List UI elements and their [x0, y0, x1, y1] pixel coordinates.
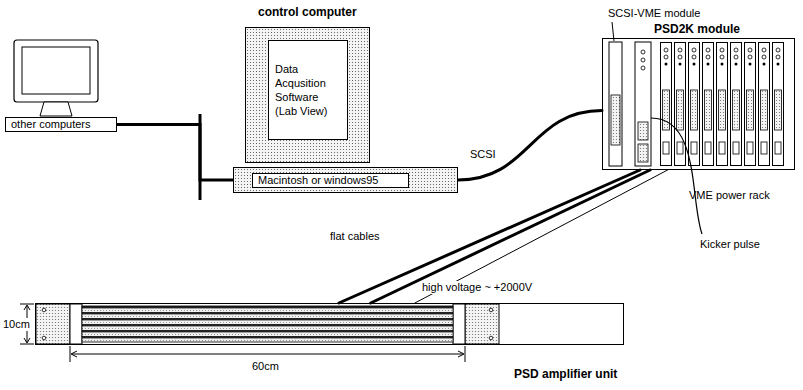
scsi-vme-module [609, 42, 622, 166]
flat-cable-connector [638, 122, 648, 140]
module-label: PSD2K module [652, 23, 742, 36]
screw [489, 336, 493, 340]
scsi-connector [611, 95, 620, 145]
edge-label: high voltage ~ +2000V [420, 281, 534, 294]
monitor-frame [14, 40, 98, 102]
end-cap [36, 304, 70, 344]
vme-module [773, 43, 784, 166]
computer-base: Macintosh or windows95 [233, 167, 458, 193]
node-text: Macintosh or windows95 [252, 173, 409, 188]
dimension-arrow [24, 338, 30, 343]
vme-rack: VME power rack [602, 38, 795, 170]
node-text: VME power rack [689, 189, 770, 202]
vme-module [745, 43, 756, 166]
dimension-lines [20, 304, 465, 362]
vme-module [731, 43, 742, 166]
vme-module [703, 43, 714, 166]
cable [458, 111, 602, 180]
vme-modules [609, 42, 784, 166]
amplifier-body [36, 304, 499, 344]
edge-label: SCSI [468, 148, 498, 161]
kicker-cable [651, 118, 702, 234]
dimension-arrow [71, 351, 77, 357]
led [641, 50, 645, 54]
node-text: PSD amplifier unit [514, 368, 617, 381]
dimension-arrow [24, 305, 30, 310]
screw [489, 308, 493, 312]
edge-label: flat cables [328, 230, 382, 243]
signal-label: Kicker pulse [698, 238, 762, 251]
other-computer-monitor [14, 40, 98, 116]
screw [42, 336, 46, 340]
screen-box: Data Acqusition Software (Lab View) [268, 40, 348, 140]
monitor-screen [22, 47, 90, 94]
psd2k-module [635, 42, 651, 166]
amplifier-unit: PSD amplifier unit [35, 303, 624, 345]
led [641, 58, 645, 62]
monitor-stand [40, 102, 72, 116]
flat-cable-connector [638, 144, 648, 162]
vme-module [675, 43, 686, 166]
vme-module [759, 43, 770, 166]
bracket [70, 304, 82, 344]
screw [42, 308, 46, 312]
cable [117, 125, 233, 181]
dimension-label: 60cm [250, 360, 281, 373]
bracket [453, 304, 465, 344]
dimension-line [72, 354, 463, 355]
node-text: Data Acqusition Software (Lab View) [275, 62, 341, 118]
vme-module [661, 43, 672, 166]
computer-box: other computers [5, 117, 117, 132]
monitor-box: control computerData Acqusition Software… [245, 27, 370, 163]
node-text: other computers [11, 118, 90, 131]
dimension-arrow [458, 351, 464, 357]
module-label: SCSI-VME module [606, 7, 702, 20]
led [641, 66, 645, 70]
detector-strips [82, 306, 453, 342]
dimension-label: 10cm [1, 318, 32, 331]
end-cap [465, 304, 499, 344]
vme-module [689, 43, 700, 166]
vme-module [717, 43, 728, 166]
node-text: control computer [258, 6, 357, 19]
